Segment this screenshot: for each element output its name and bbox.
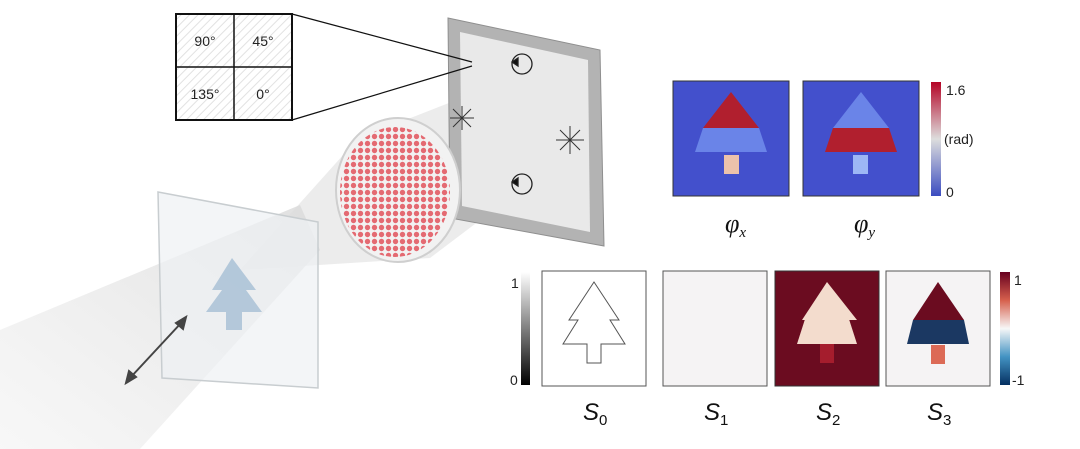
- inset-cell-0: 0°: [256, 86, 269, 102]
- phase-colorbar-unit: (rad): [944, 131, 974, 147]
- phase-colorbar: [931, 82, 941, 196]
- gray-colorbar: [521, 272, 530, 385]
- s3-label: S3: [927, 399, 951, 429]
- inset-cell-45: 45°: [252, 33, 273, 49]
- polarizer-inset: 90° 45° 135° 0°: [175, 13, 293, 121]
- inset-cell-135: 135°: [191, 86, 220, 102]
- rb-colorbar-min: -1: [1012, 372, 1025, 388]
- phase-map-x: [672, 80, 790, 197]
- phase-colorbar-max: 1.6: [946, 82, 966, 98]
- gray-colorbar-max: 1: [511, 275, 519, 291]
- stokes-map-s3: [885, 270, 991, 387]
- rb-colorbar-max: 1: [1014, 272, 1022, 288]
- rb-colorbar: [1000, 272, 1010, 385]
- circular-polarization-icons: [510, 53, 533, 195]
- inset-cell-90: 90°: [194, 33, 215, 49]
- s2-label: S2: [816, 399, 840, 429]
- polarization-arrow-icon: [124, 314, 188, 386]
- microlens-dots: [340, 127, 450, 257]
- phase-map-y: [802, 80, 920, 197]
- gray-colorbar-min: 0: [510, 372, 518, 388]
- phi-x-label: φx: [725, 209, 746, 241]
- stokes-map-s2: [774, 270, 880, 387]
- inset-callout-lines: [291, 13, 473, 121]
- phase-colorbar-min: 0: [946, 184, 954, 200]
- s0-label: S0: [583, 399, 607, 429]
- s1-label: S1: [704, 399, 728, 429]
- tree-object: [206, 258, 262, 330]
- stokes-map-s0: [541, 270, 647, 387]
- metasurface-inner: [460, 32, 590, 232]
- polarization-star-icons: [450, 106, 584, 154]
- stokes-map-s1: [662, 270, 768, 387]
- phi-y-label: φy: [854, 209, 875, 241]
